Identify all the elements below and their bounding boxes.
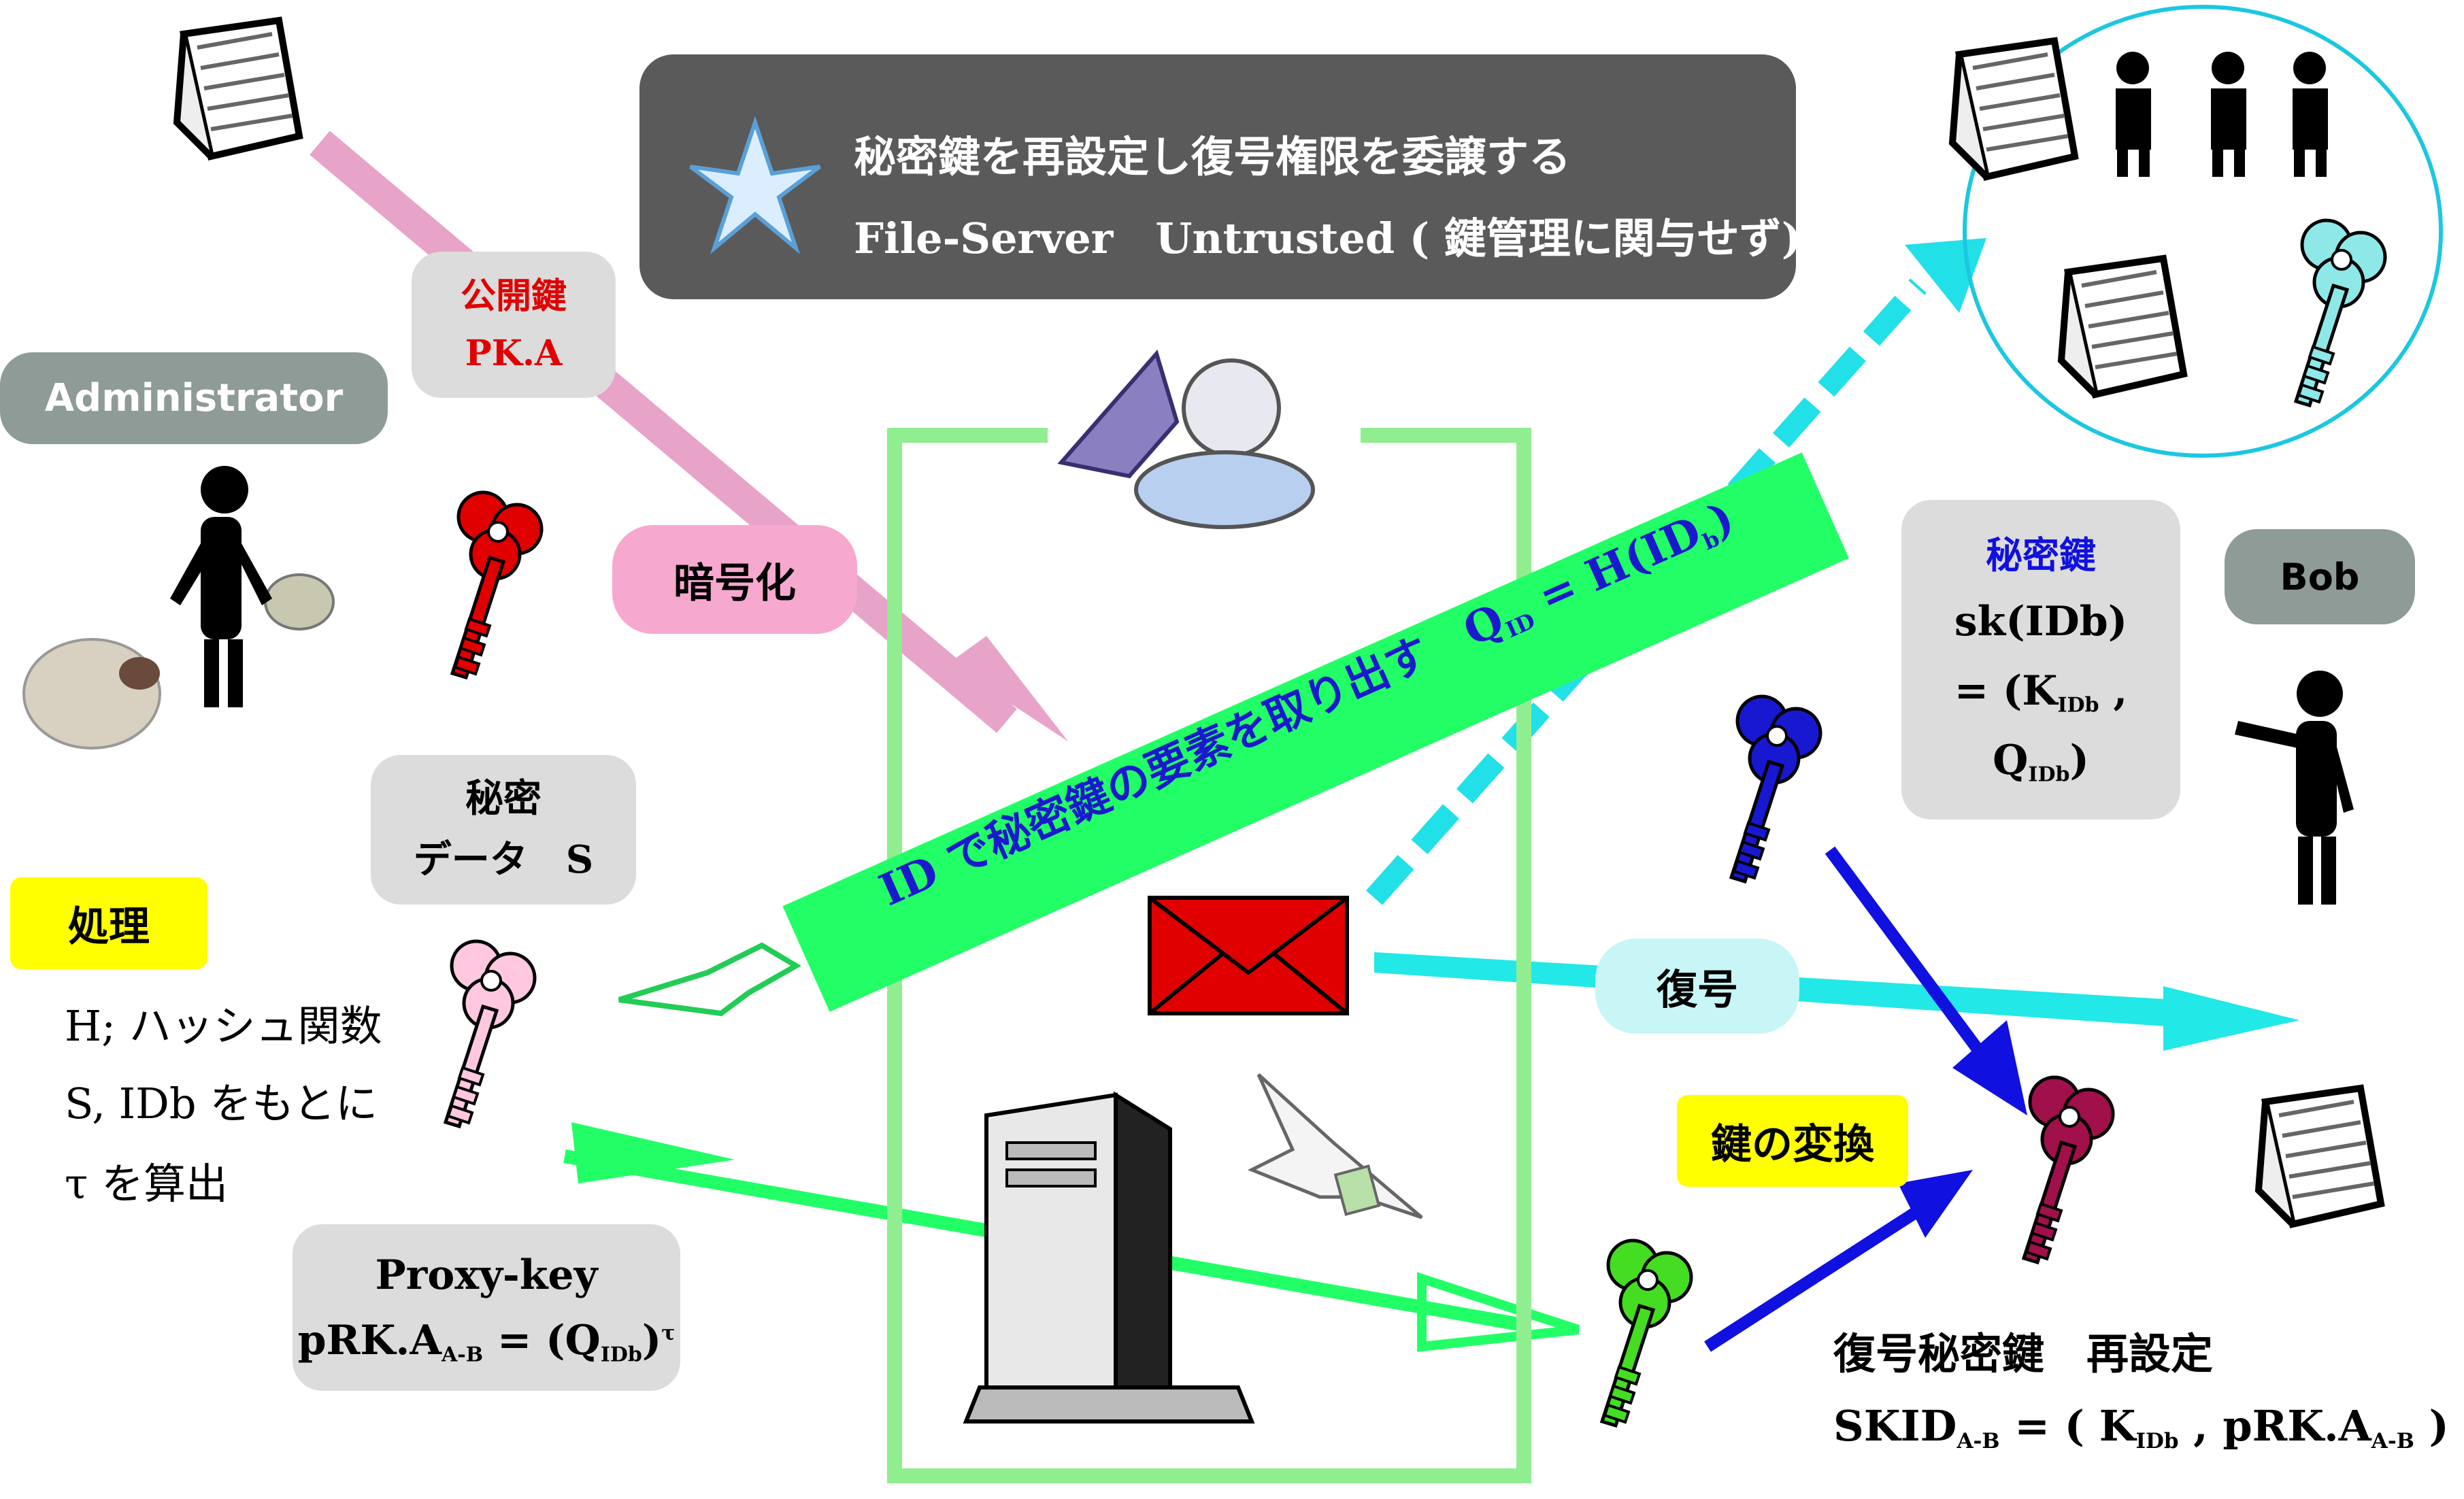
- envelope-icon: [1148, 896, 1349, 1015]
- public-key-box: 公開鍵 PK.A: [412, 252, 616, 398]
- reset-title: 復号秘密鍵 再設定: [1833, 1329, 2214, 1379]
- reset-formula: SKIDA-B = ( KIDb , pRK.AA-B ): [1833, 1401, 2449, 1453]
- bob-secret-key-line2: sk(IDb): [1954, 597, 2128, 645]
- top-banner-bg: [639, 54, 1796, 299]
- recipient-group-ellipse: [1963, 5, 2443, 458]
- process-line2: S, IDb をもとに: [65, 1079, 378, 1128]
- bob-secret-key-title: 秘密鍵: [1986, 533, 2096, 577]
- public-key-title: 公開鍵: [460, 275, 567, 318]
- process-line3: τ を算出: [65, 1159, 229, 1209]
- green-key-icon: [1602, 1241, 1691, 1426]
- person-icon: [22, 466, 335, 750]
- bob-secret-key-box: 秘密鍵 sk(IDb) = (KIDb , QIDb): [1901, 500, 2180, 820]
- red-key-icon: [452, 492, 542, 677]
- bat-cat-icon: [1057, 349, 1315, 529]
- snowflake-icon: [689, 116, 821, 255]
- key-transform-label: 鍵の変換: [1677, 1095, 1908, 1187]
- extract-banner-bg: [782, 452, 1849, 1012]
- banner-line2: File-Server Untrusted ( 鍵管理に関与せず): [854, 214, 1802, 263]
- people-icon: [2116, 52, 2328, 177]
- secret-data-line2: データ S: [413, 837, 594, 882]
- secret-data-line1: 秘密: [465, 776, 542, 822]
- proxy-key-title: Proxy-key: [375, 1251, 598, 1299]
- process-tag: 処理: [10, 877, 207, 969]
- proxy-key-box: Proxy-key pRK.AA-B = (QIDb)τ: [293, 1224, 680, 1391]
- pointing-hand-icon: [618, 942, 801, 1017]
- administrator-label: Administrator: [0, 352, 388, 444]
- decrypt-label: 復号: [1595, 939, 1799, 1034]
- book-icon: [2061, 258, 2184, 394]
- blue-key-icon: [1731, 696, 1820, 881]
- bob-secret-key-line3: = (KIDb , QIDb): [1954, 667, 2128, 787]
- pink-key-icon: [446, 941, 535, 1126]
- book-icon: [2259, 1088, 2381, 1224]
- server-frame: [887, 428, 1531, 1483]
- bob-label: Bob: [2225, 529, 2415, 624]
- person-icon: [2235, 671, 2354, 905]
- banner-line1: 秘密鍵を再設定し復号権限を委譲する: [854, 132, 1571, 182]
- dove-icon: [1247, 1073, 1423, 1219]
- public-key-value: PK.A: [465, 332, 563, 374]
- secret-data-box: 秘密 データ S: [371, 755, 636, 905]
- cyan-key-icon: [2296, 220, 2385, 405]
- process-line1: H; ハッシュ関数: [65, 1001, 382, 1051]
- book-icon: [177, 20, 299, 156]
- cyan-decrypt-arrow: [1374, 952, 2299, 1051]
- server-icon: [963, 1091, 1255, 1424]
- book-icon: [1952, 41, 2075, 177]
- blue-arrow-to-key: [1704, 846, 2027, 1352]
- proxy-key-formula: pRK.AA-B = (QIDb)τ: [297, 1316, 676, 1367]
- purple-key-icon: [2024, 1077, 2113, 1262]
- encrypt-label: 暗号化: [612, 525, 857, 634]
